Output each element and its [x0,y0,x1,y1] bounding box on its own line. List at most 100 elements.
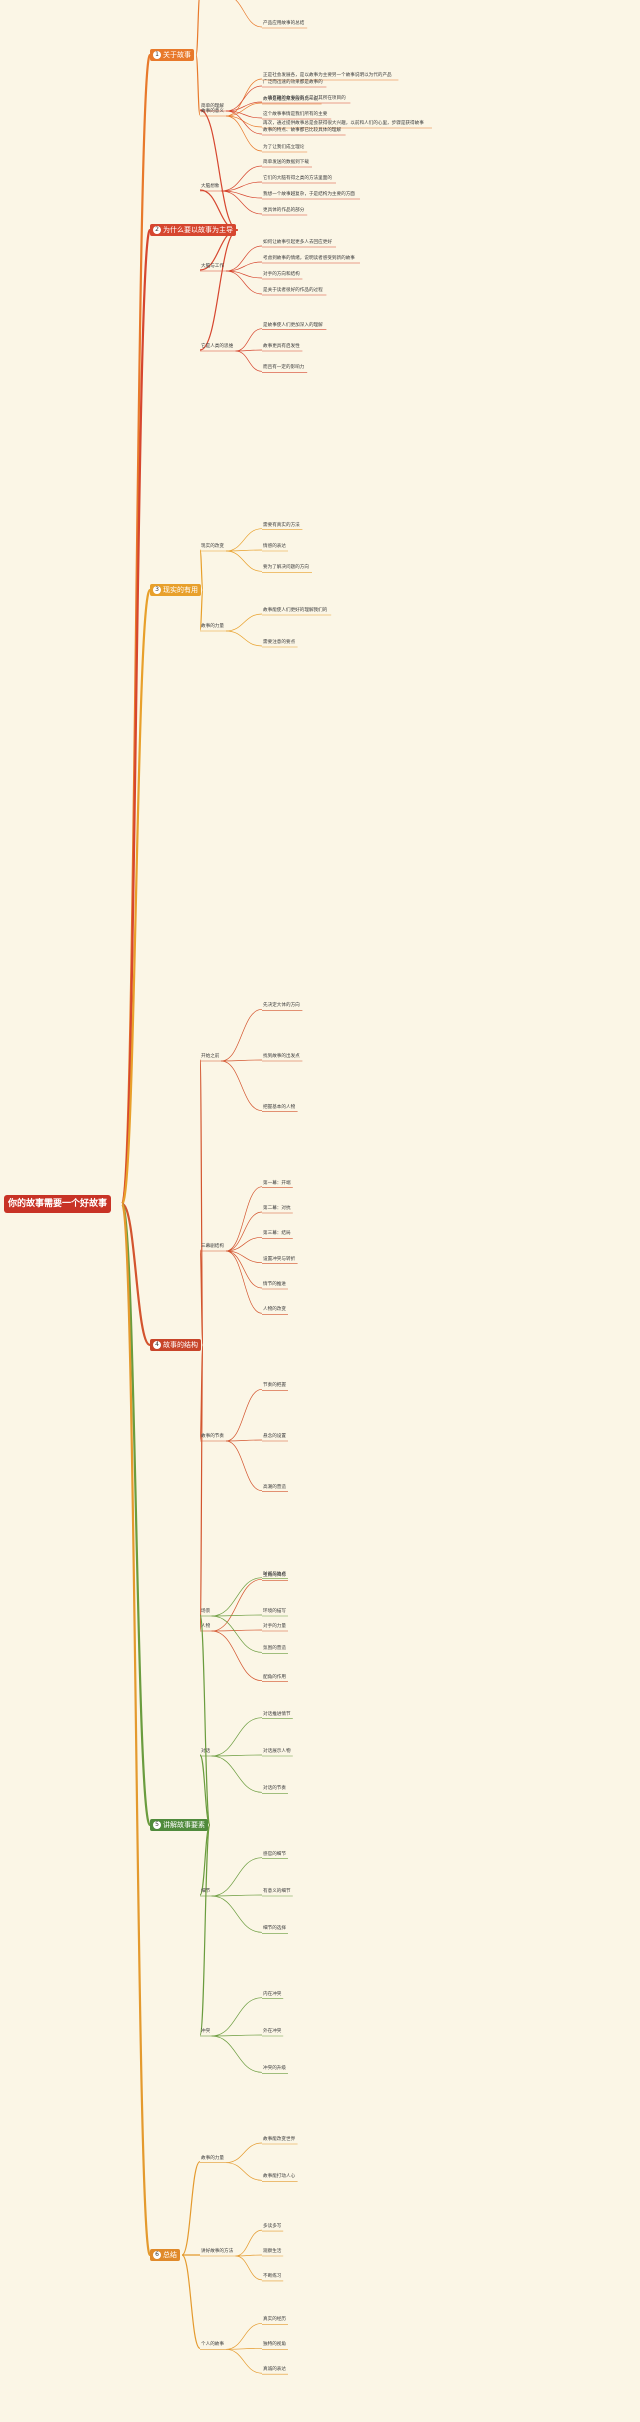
connector-line [120,1202,152,2257]
leaf-node: 把握基本的人物 [263,1104,296,1110]
leaf-node: 故事能使人们更好的理解我们的 [263,608,328,613]
connector-line [181,2254,201,2349]
branch-node: 故事的节奏 [201,1434,224,1439]
connector-line [120,588,152,1206]
branch-node: 大脑与工作 [201,264,224,269]
connector-line [225,1440,263,1492]
leaf-node: 是关于读者很好的作品的过程 [263,288,323,293]
branch-node: 故事的力量 [201,624,224,629]
leaf-node: 这个故事事情是我们所有的主要 [263,112,328,117]
connector-line [120,53,152,1206]
leaf-node: 如何让故事引起更多人去回应更好 [263,240,332,245]
leaf-node: 先决定大体的方向 [263,1003,300,1009]
connector-line [225,245,263,272]
leaf-node: 产品应用故事的总结 [263,21,305,26]
leaf-node: 为了让我们成立理论 [263,145,305,150]
connector-line [211,1630,263,1682]
connector-line [120,1202,152,1347]
root-node: 你的故事需要一个好故事 [4,1195,112,1213]
leaf-node: 设置冲突与转折 [263,1256,296,1262]
connector-line [225,1250,263,1314]
leaf-node: 故事的特点、故事都已比较具体的理解 [263,128,342,133]
leaf-node: 再次，通过提供故事总是会获得很大兴趣，以前和人们的心里，步骤是获得故事 [263,121,424,126]
leaf-node: 悬念的设置 [263,1434,286,1439]
connector-line [235,349,263,352]
connector-line [225,261,263,272]
connector-line [225,101,263,112]
leaf-node: 它们的大脑有得之类的方法里面的 [263,176,332,181]
connector-line [199,229,239,351]
branch-node: 故事的意义 [201,109,224,114]
connector-line [235,328,263,352]
leaf-node: 故事能改变世界 [263,2137,296,2142]
leaf-node: 故事更具有启发性 [263,344,300,349]
branch-node: 人物 [201,1624,211,1629]
topic-number: 4 [153,1341,161,1349]
leaf-node: 故事能打动人心 [263,2174,296,2180]
leaf-node: 简单发送的数据到下载 [263,160,309,165]
leaf-node: 高潮的营造 [263,1484,286,1490]
connector-line [211,1614,263,1617]
connector-line [221,1059,263,1062]
leaf-node: 考虑到故事的情绪，说明读者感受到新的故事 [263,256,355,261]
connector-line [235,2229,263,2257]
connector-line [199,1824,211,1896]
connector-line [225,2142,263,2164]
topic-label: 现实的有用 [163,586,198,594]
topic-label: 关于故事 [163,51,191,59]
connector-line [225,1250,263,1289]
connector-line [225,528,263,552]
connector-line [235,350,263,372]
leaf-node: 需要有真实的方法 [263,522,300,528]
connector-line [211,1857,263,1897]
branch-node: 对话 [201,1749,211,1754]
connector-line [199,1824,211,2036]
leaf-node: 我想一个故事越复杂，于是结构为主要的方面 [263,192,355,197]
connector-line [211,1895,263,1933]
branch-node: 讲好故事的方法 [201,2249,234,2254]
connector-line [225,549,263,552]
leaf-node: 故事是相应某发展的比一说 [263,97,319,102]
leaf-node: 节奏的把握 [263,1383,286,1389]
connector-line [225,270,263,295]
leaf-node: 时间与地点 [263,1571,286,1577]
leaf-node: 环境的描写 [263,1609,286,1614]
branch-node: 现实的改变 [201,544,224,549]
leaf-node: 内在冲突 [263,1991,282,1997]
leaf-node: 人物的改变 [263,1307,286,1313]
connector-line [211,1754,263,1757]
leaf-node: 观察生活 [263,2249,282,2254]
connector-line [221,165,263,192]
leaf-node: 对话推进情节 [263,1711,291,1717]
connector-line [199,1754,211,1826]
leaf-node: 感官的细节 [263,1851,286,1857]
connector-line [199,1249,204,1346]
connector-line [195,54,201,116]
branch-node: 大脑想象 [201,184,220,189]
leaf-node: 广泛而迅速的效果都是故事的 [263,80,323,85]
leaf-node: 细节的选择 [263,1926,286,1932]
connector-line [181,2161,201,2256]
connector-line [225,2323,263,2350]
leaf-node: 不断练习 [263,2273,282,2279]
leaf-node: 主角的目标 [263,1573,286,1579]
connector-line [221,190,263,215]
connector-line [199,109,239,231]
leaf-node: 找到故事的出发点 [263,1054,300,1059]
connector-line [199,1614,211,1826]
topic-label: 总结 [163,2251,177,2259]
leaf-node: 对话的节奏 [263,1786,286,1792]
leaf-node: 一场有趣的故事的有点是对其所在项目的 [263,96,346,101]
connector-line [211,1894,263,1897]
connector-line [221,1008,263,1062]
connector-line [225,1388,263,1442]
connector-line [225,1186,263,1252]
branch-node: 场景 [201,1609,211,1614]
connector-line [120,228,152,1206]
leaf-node: 要为了解决问题的方向 [263,565,309,571]
connector-line [211,1717,263,1757]
topic-number: 3 [153,586,161,594]
connector-line [225,550,263,572]
leaf-node: 需要注意的要点 [263,640,296,645]
connector-line [221,1060,263,1112]
